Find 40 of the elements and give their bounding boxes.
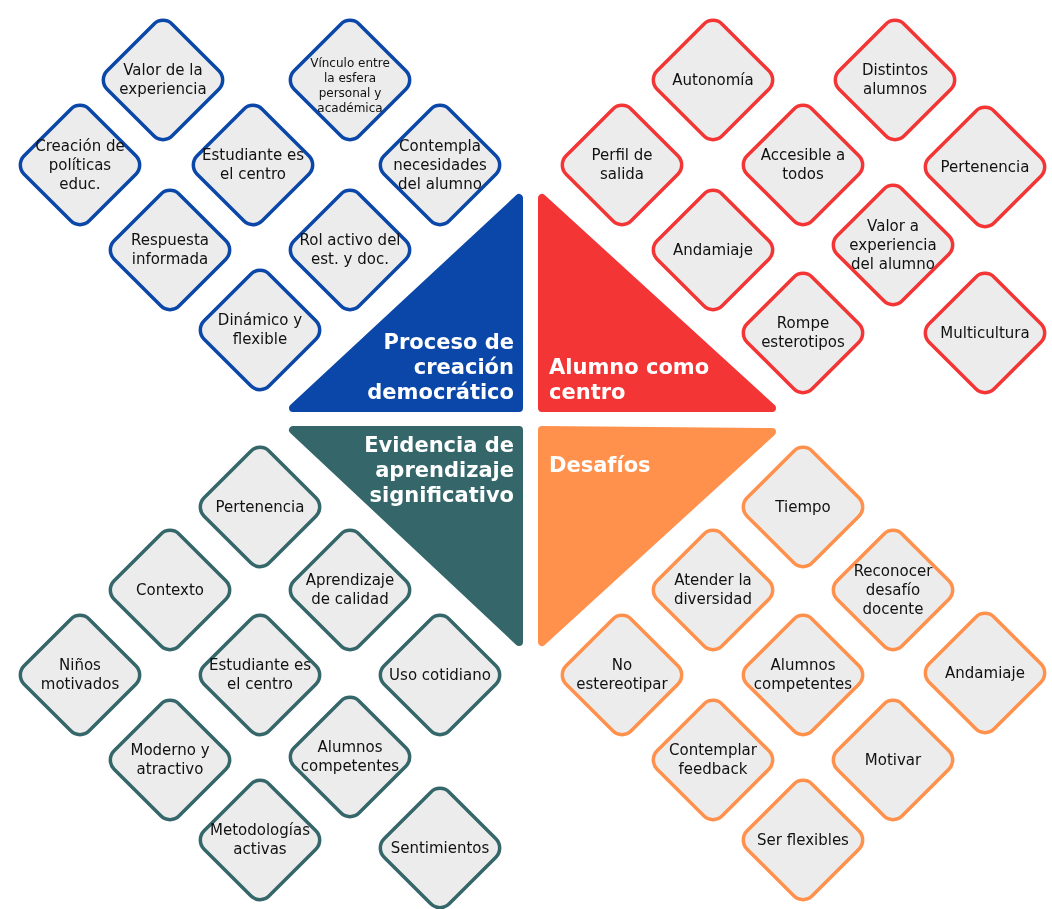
item-label: Alumnos competentes [752, 656, 854, 694]
item-label: Andamiaje [944, 663, 1026, 683]
category-heading: Evidencia de aprendizaje significativo [363, 433, 514, 508]
item-label: Respuesta informada [130, 231, 210, 269]
item-label: Uso cotidiano [388, 665, 492, 685]
item-label: Metodologías activas [209, 821, 311, 859]
item-label: Contempla necesidades del alumno [392, 136, 488, 194]
item-label: Aprendizaje de calidad [304, 571, 396, 609]
item-label: No estereotipar [575, 656, 669, 694]
item-label: Contemplar feedback [668, 741, 758, 779]
item-label: Rompe esterotipos [760, 314, 846, 352]
item-label: Valor a experiencia del alumno [848, 216, 938, 274]
item-label: Valor de la experiencia [118, 61, 208, 99]
item-label: Sentimientos [389, 838, 491, 858]
item-label: Estudiante es el centro [208, 656, 312, 694]
item-label: Tiempo [774, 497, 832, 517]
item-label: Distintos alumnos [861, 61, 929, 99]
item-label: Autonomía [671, 70, 755, 90]
category-heading: Desafíos [549, 453, 652, 478]
item-label: Vínculo entre la esfera personal y académica [309, 55, 391, 116]
item-label: Pertenencia [939, 157, 1031, 177]
item-label: Rol activo del est. y doc. [298, 231, 402, 269]
category-heading: Alumno como centro [549, 355, 711, 405]
item-label: Multicultura [939, 323, 1031, 343]
item-label: Accesible a todos [759, 146, 847, 184]
item-label: Moderno y atractivo [129, 741, 211, 779]
item-label: Perfil de salida [590, 146, 654, 184]
item-label: Atender la diversidad [672, 571, 754, 609]
category-heading: Proceso de creación democrático [366, 330, 514, 405]
item-label: Motivar [863, 750, 923, 770]
item-label: Pertenencia [214, 497, 306, 517]
item-label: Dinámico y flexible [216, 311, 304, 349]
item-label: Alumnos competentes [299, 738, 401, 776]
item-label: Niños motivados [39, 656, 121, 694]
item-label: Reconocer desafío docente [852, 561, 934, 619]
item-label: Creación de políticas educ. [34, 136, 126, 194]
item-label: Contexto [135, 580, 205, 600]
item-label: Ser flexibles [756, 830, 850, 850]
item-label: Andamiaje [672, 240, 754, 260]
item-label: Estudiante es el centro [201, 146, 305, 184]
